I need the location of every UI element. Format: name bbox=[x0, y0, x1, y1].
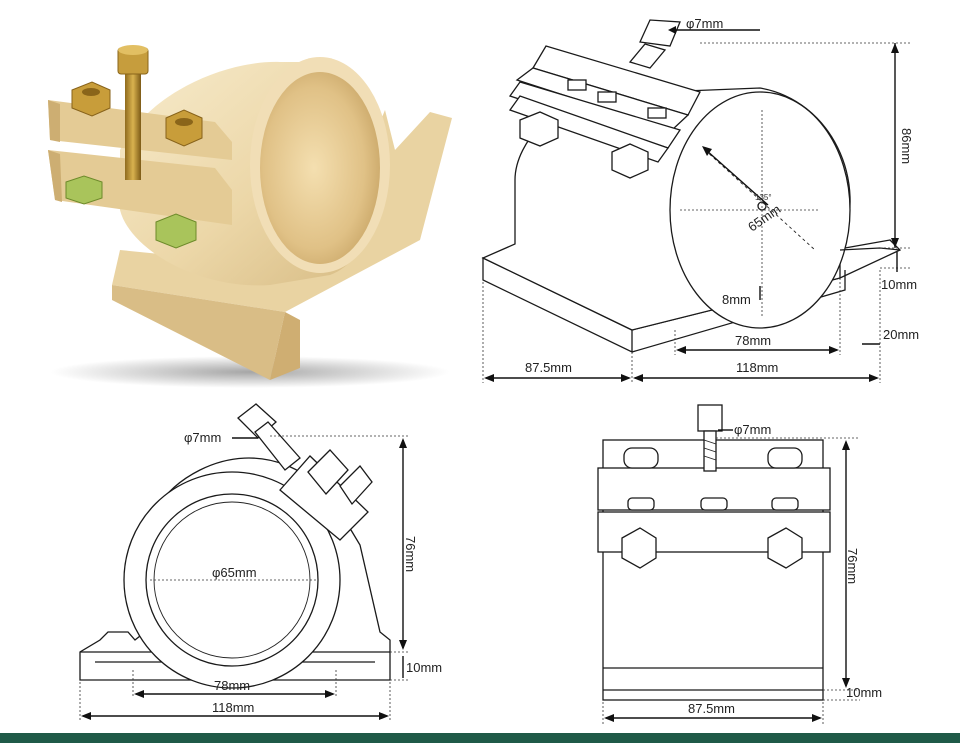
side-depth-label: 87.5mm bbox=[688, 701, 735, 716]
iso-depth-label: 87.5mm bbox=[525, 360, 572, 375]
front-view-drawing: φ7mm φ65mm 76mm 10mm 78mm 118mm bbox=[79, 403, 442, 720]
product-photo bbox=[48, 45, 452, 388]
side-view-drawing: φ7mm 76mm 10mm 87.5mm bbox=[597, 404, 882, 725]
bottom-accent-bar bbox=[0, 733, 960, 743]
front-foot-height-label: 10mm bbox=[406, 660, 442, 675]
side-foot-height-label: 10mm bbox=[846, 685, 882, 700]
side-bolt-diameter-label: φ7mm bbox=[734, 422, 771, 437]
iso-bolt-diameter-label: φ7mm bbox=[686, 16, 723, 31]
iso-hole-spacing-label: 78mm bbox=[735, 333, 771, 348]
iso-height-label: 86mm bbox=[899, 128, 914, 164]
side-height-label: 76mm bbox=[845, 548, 860, 584]
iso-wall-thickness-label: 8mm bbox=[722, 292, 751, 307]
front-height-label: 76mm bbox=[403, 536, 418, 572]
iso-width-label: 118mm bbox=[736, 360, 778, 375]
front-bolt-diameter-label: φ7mm bbox=[184, 430, 221, 445]
front-hole-spacing-label: 78mm bbox=[214, 678, 250, 693]
front-bore-diameter-label: φ65mm bbox=[212, 565, 257, 580]
front-width-label: 118mm bbox=[212, 700, 254, 715]
iso-angle-label: 135° bbox=[755, 193, 772, 202]
isometric-drawing: φ7mm 86mm 10mm 20mm 65mm 135° 8mm 78mm 8… bbox=[481, 16, 919, 383]
iso-foot-height-label: 10mm bbox=[881, 277, 917, 292]
iso-rail-width-label: 20mm bbox=[883, 327, 919, 342]
